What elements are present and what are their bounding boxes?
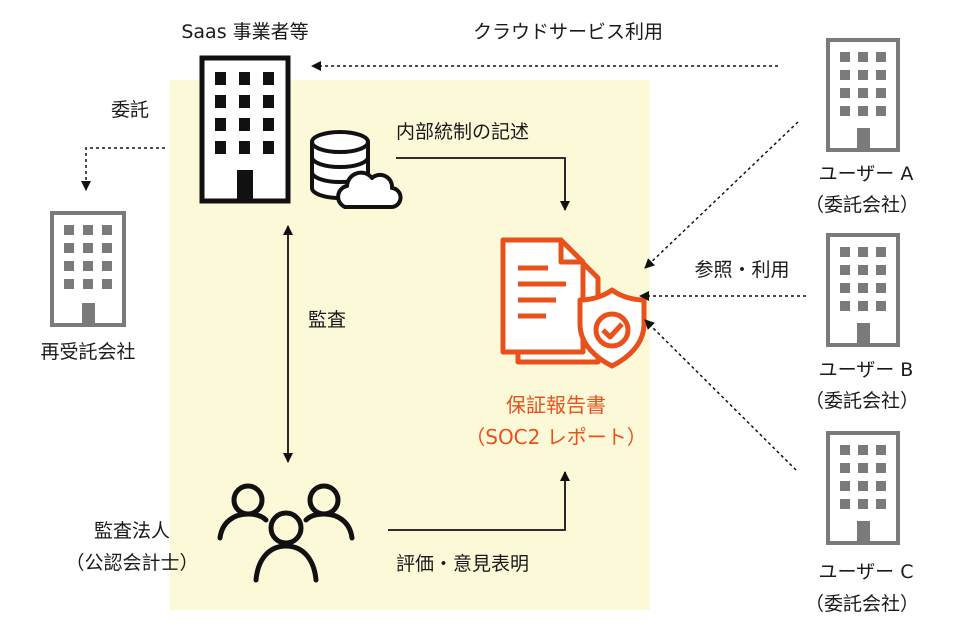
saas-provider-label: Saas 事業者等 — [181, 21, 308, 43]
saas-building-icon — [199, 55, 291, 204]
audit-firm-sublabel: （公認会計士） — [65, 552, 198, 574]
user-c-building-icon — [826, 431, 900, 545]
outsource-label: 委託 — [111, 99, 149, 121]
user-c-reference-arrow — [644, 319, 797, 471]
internal-control-arrow — [396, 157, 570, 211]
reference-use-label: 参照・利用 — [694, 259, 789, 281]
evaluation-arrow — [388, 471, 570, 531]
people-group-icon — [217, 483, 355, 583]
user-a-role: （委託会社） — [805, 194, 919, 216]
cloud-icon — [336, 170, 403, 210]
document-shield-icon — [500, 237, 647, 369]
internal-control-label: 内部統制の記述 — [396, 121, 529, 143]
user-a-name: ユーザー A — [819, 163, 914, 185]
user-a-reference-arrow — [644, 121, 799, 269]
audit-label: 監査 — [308, 309, 346, 331]
cloud-usage-label: クラウドサービス利用 — [473, 21, 663, 43]
user-c-name: ユーザー C — [819, 561, 914, 583]
subcontractor-building-icon — [50, 211, 126, 327]
user-b-role: （委託会社） — [805, 390, 919, 412]
audit-firm-label: 監査法人 — [94, 520, 170, 542]
report-title: 保証報告書 — [506, 393, 606, 417]
subcontractor-label: 再受託会社 — [40, 341, 135, 363]
user-a-building-icon — [826, 38, 900, 152]
user-b-building-icon — [826, 233, 900, 347]
report-subtitle: （SOC2 レポート） — [465, 425, 646, 449]
user-b-name: ユーザー B — [819, 359, 914, 381]
evaluation-label: 評価・意見表明 — [396, 553, 529, 575]
user-c-role: （委託会社） — [805, 593, 919, 615]
outsource-arrow — [81, 147, 165, 191]
